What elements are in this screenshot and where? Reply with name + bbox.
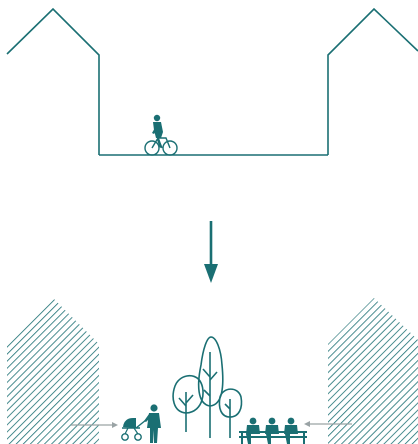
- down-arrow-icon: [204, 221, 218, 283]
- bottom-panel: [7, 298, 418, 444]
- right-house-hatched: [328, 298, 418, 444]
- stroller-icon: [121, 418, 147, 441]
- left-house-hatched: [7, 298, 99, 444]
- right-house-outline: [327, 7, 418, 155]
- cyclist-icon: [144, 114, 178, 156]
- seated-person-icon: [265, 417, 279, 444]
- pedestrian-icon: [144, 404, 161, 443]
- seated-person-icon: [246, 417, 260, 444]
- seated-person-icon: [284, 417, 298, 444]
- left-house-outline: [6, 7, 100, 155]
- left-gray-arrow-icon: [71, 422, 118, 428]
- right-gray-arrow-icon: [304, 421, 352, 427]
- tree-icon: [197, 336, 224, 438]
- top-panel: [6, 7, 418, 156]
- tree-icon: [218, 388, 243, 438]
- tree-icon: [197, 431, 201, 444]
